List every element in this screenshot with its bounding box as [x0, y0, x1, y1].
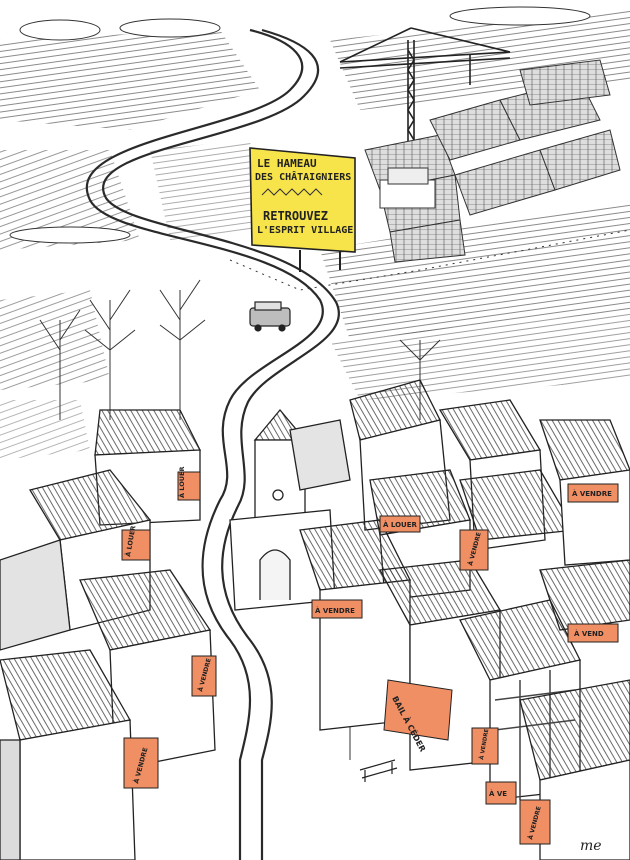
- sign-a-louer-2: À LOUER: [121, 525, 151, 561]
- sign-bail: BAIL À CÉDER: [383, 679, 453, 753]
- distant-trees: [9, 6, 591, 244]
- sign-a-vendre-2: À VENDRE: [459, 529, 489, 571]
- artist-signature: me: [580, 838, 602, 854]
- fields: [0, 10, 630, 460]
- sign-a-vendre-7: À VENDRE: [519, 799, 551, 845]
- new-housing-estate: [364, 59, 621, 263]
- sign-a-louer-1: À LOUER: [177, 467, 201, 501]
- square-details: [359, 759, 398, 782]
- billboard: LE HAMEAU DES CHÂTAIGNIERS RETROUVEZ L'E…: [249, 147, 356, 272]
- sign-a-vendre-4: À VENDRE: [191, 655, 217, 697]
- sign-a-vendre-6: À VENDRE: [471, 727, 499, 765]
- construction-crane: [339, 27, 511, 160]
- sign-a-louer-1-text: À LOUER: [177, 467, 186, 498]
- winding-road: [85, 28, 324, 860]
- billboard-line3: RETROUVEZ: [263, 209, 328, 223]
- sign-a-ve: À VE: [485, 781, 517, 805]
- sign-a-vend-text: À VEND: [574, 629, 604, 638]
- billboard-line1: LE HAMEAU: [257, 157, 317, 170]
- car: [249, 301, 291, 332]
- sign-a-ve-text: À VE: [489, 789, 507, 798]
- billboard-panel: [249, 147, 356, 253]
- sign-a-vendre-3: À VENDRE: [311, 599, 363, 619]
- sign-a-louer-3: À LOUER: [379, 515, 421, 533]
- sign-a-vendre-3-text: À VENDRE: [315, 606, 355, 615]
- sign-a-vend: À VEND: [567, 623, 619, 643]
- sign-a-vendre-1-text: À VENDRE: [572, 489, 612, 498]
- sign-a-vendre-1: À VENDRE: [567, 483, 619, 503]
- village-houses: [0, 379, 630, 860]
- sign-a-louer-3-text: À LOUER: [383, 520, 417, 529]
- sign-a-vendre-5: À VENDRE: [123, 737, 159, 789]
- billboard-line4: L'ESPRIT VILLAGE: [257, 225, 353, 236]
- billboard-line2: DES CHÂTAIGNIERS: [255, 170, 351, 183]
